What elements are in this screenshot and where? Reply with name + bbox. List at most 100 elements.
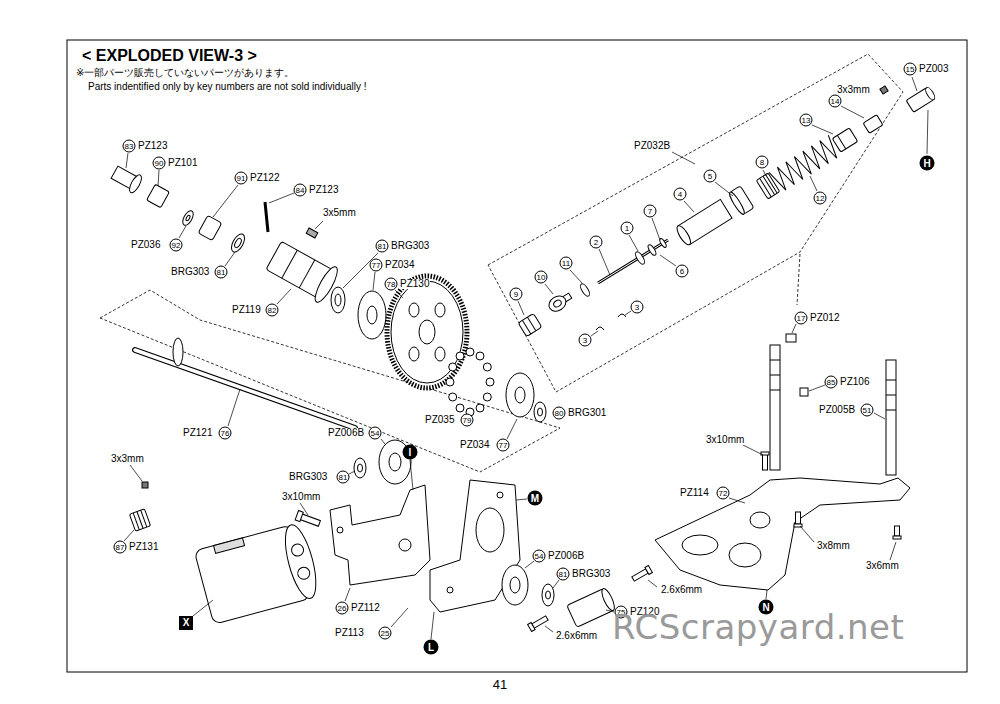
motor-mount-parts xyxy=(142,482,148,488)
shock-parts xyxy=(634,250,647,265)
motor-mount-parts xyxy=(399,539,411,551)
screw-size: 3x10mm xyxy=(281,492,321,502)
shock-parts xyxy=(769,135,841,192)
shock-parts xyxy=(527,317,535,331)
drive-parts xyxy=(173,338,183,366)
motor-mount-parts xyxy=(129,509,150,531)
callout-number: 4 xyxy=(674,188,687,201)
part-code: PZ036 xyxy=(130,240,161,250)
plate-parts xyxy=(729,543,761,567)
leader-line xyxy=(373,272,375,290)
leader-line xyxy=(228,389,240,426)
screw-size: 3x5mm xyxy=(322,208,357,218)
watermark: RCScrapyard.net xyxy=(612,610,904,644)
drive-parts xyxy=(391,281,463,383)
leader-line xyxy=(193,600,213,616)
screw-size: 2.6x6mm xyxy=(555,631,598,641)
callout-number: 3 xyxy=(631,301,644,314)
leader-line xyxy=(812,125,833,134)
shock-parts xyxy=(634,250,647,265)
part-code: PZ003 xyxy=(918,64,949,74)
reference-marker: H xyxy=(920,156,935,171)
drive-parts xyxy=(181,209,196,227)
leader-line xyxy=(800,526,814,542)
motor-mount-parts xyxy=(300,514,321,526)
part-code: BRG303 xyxy=(170,267,210,277)
plate-parts xyxy=(895,526,900,536)
motor-mount-parts xyxy=(142,482,148,488)
diff-balls xyxy=(449,393,457,401)
drive-parts xyxy=(198,215,222,240)
page-frame xyxy=(67,40,967,672)
assembly-group-outline xyxy=(100,290,560,472)
drive-parts xyxy=(135,350,355,428)
shock-parts xyxy=(579,282,592,297)
drive-parts xyxy=(367,306,377,324)
plate-parts xyxy=(655,334,910,590)
drive-parts xyxy=(506,373,534,417)
motor-mount-parts xyxy=(129,509,150,531)
note-text: Parts indentified only by key numbers ar… xyxy=(88,82,366,92)
reference-marker: X xyxy=(179,616,193,630)
leader-line xyxy=(809,385,825,391)
shock-parts xyxy=(924,86,937,101)
callout-number: 3 xyxy=(579,334,592,347)
assembly-group-outline xyxy=(797,254,800,305)
plate-parts xyxy=(886,360,896,475)
page-number: 41 xyxy=(493,678,507,691)
motor-mount-parts xyxy=(447,587,453,593)
motor-mount-parts xyxy=(632,569,648,581)
motor-mount-parts xyxy=(510,577,520,593)
drive-parts xyxy=(181,209,196,227)
leader-line xyxy=(912,77,917,91)
motor-mount-parts xyxy=(542,584,554,606)
shock-parts xyxy=(596,327,604,330)
part-code: PZ012 xyxy=(809,313,840,323)
leader-line xyxy=(381,439,385,444)
drive-parts xyxy=(185,215,191,222)
callout-number: 79 xyxy=(461,414,474,427)
drive-parts xyxy=(127,173,144,194)
motor-mount-parts xyxy=(295,511,303,522)
part-code: PZ032B xyxy=(633,141,671,151)
diff-balls xyxy=(449,363,457,371)
shock-parts xyxy=(552,299,562,308)
shock-parts xyxy=(546,293,569,314)
leader-line xyxy=(391,608,408,627)
drive-parts xyxy=(229,232,247,254)
leader-line xyxy=(410,460,413,490)
motor-mount-parts xyxy=(337,527,343,533)
leader-line xyxy=(810,176,817,191)
callout-number: 2 xyxy=(590,236,603,249)
leader-line xyxy=(591,331,598,336)
part-code: PZ123 xyxy=(308,185,339,195)
drive-parts xyxy=(331,287,345,313)
leader-line xyxy=(660,255,676,266)
part-code: BRG303 xyxy=(390,241,430,251)
part-code: PZ006B xyxy=(547,551,585,561)
callout-number: 25 xyxy=(379,627,392,640)
motor-mount-parts xyxy=(502,565,528,605)
leader-line xyxy=(300,503,308,515)
shock-parts xyxy=(727,186,753,216)
plate-parts xyxy=(770,345,780,470)
part-code: PZ114 xyxy=(679,488,710,498)
screw-size: 2.6x6mm xyxy=(660,585,703,595)
shock-parts xyxy=(618,314,626,317)
callout-number: 5 xyxy=(704,170,717,183)
callout-number: 15 xyxy=(904,63,917,76)
assembly-group-outline xyxy=(100,54,903,472)
drive-parts xyxy=(534,402,546,422)
callout-number: 1 xyxy=(621,222,634,235)
part-code: PZ121 xyxy=(182,428,213,438)
motor-mount-parts xyxy=(295,511,321,529)
part-code: PZ035 xyxy=(424,415,455,425)
motor-mount-parts xyxy=(542,584,554,606)
plate-parts xyxy=(763,454,768,470)
diff-balls xyxy=(446,378,454,386)
part-code: PZ106 xyxy=(839,377,870,387)
motor-mount-parts xyxy=(389,453,401,471)
plate-parts xyxy=(886,410,896,411)
callout-number: 92 xyxy=(170,239,183,252)
drive-parts xyxy=(435,303,445,317)
